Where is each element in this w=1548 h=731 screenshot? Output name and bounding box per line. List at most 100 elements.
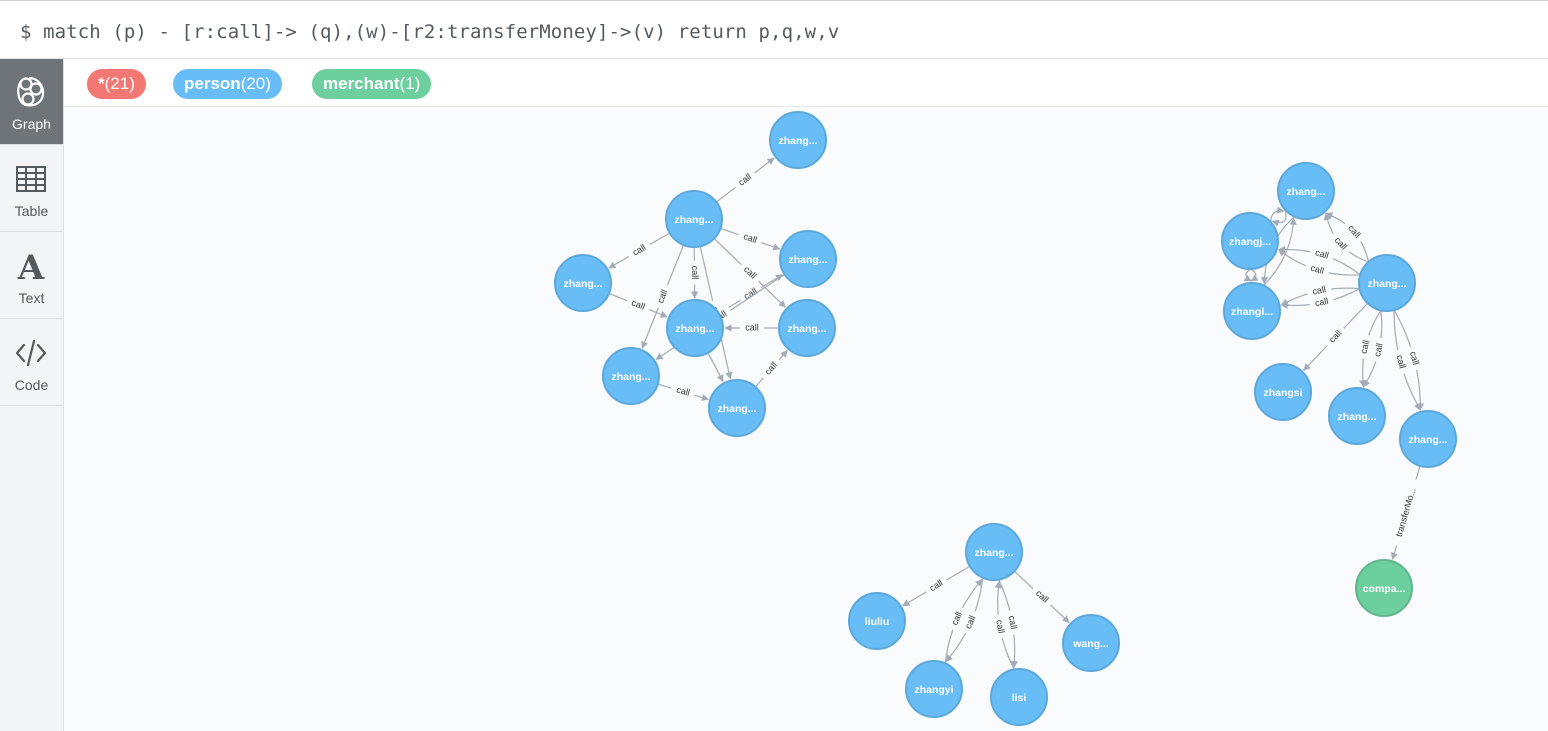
edge-line[interactable]: [707, 352, 724, 383]
relationship-edge[interactable]: call: [1014, 570, 1070, 623]
legend-tag-person[interactable]: person(20): [173, 69, 282, 99]
node-circle[interactable]: [1355, 559, 1413, 617]
person-node[interactable]: zhang...: [1358, 254, 1416, 312]
query-bar[interactable]: $ match (p) - [r:call]-> (q),(w)-[r2:tra…: [0, 0, 1548, 59]
relationship-edge[interactable]: call: [1278, 249, 1361, 280]
node-circle[interactable]: [1223, 282, 1281, 340]
node-circle[interactable]: [990, 668, 1048, 726]
relationship-edge[interactable]: [1263, 217, 1297, 286]
person-node[interactable]: lisi: [990, 668, 1048, 726]
query-input[interactable]: match (p) - [r:call]-> (q),(w)-[r2:trans…: [43, 21, 840, 43]
relationship-edge[interactable]: [707, 352, 724, 383]
person-node[interactable]: zhangl...: [1223, 282, 1281, 340]
graph-view-button[interactable]: Graph: [0, 59, 63, 145]
relationship-edge[interactable]: call: [1356, 309, 1382, 388]
node-circle[interactable]: [665, 190, 723, 248]
relationship-edge[interactable]: transferMo...: [1390, 465, 1422, 560]
graph-canvas[interactable]: callcallcallcallcallcallc...callcallcall…: [64, 107, 1548, 731]
relationship-edge[interactable]: call: [641, 244, 685, 349]
relationship-edge[interactable]: call: [688, 246, 701, 299]
relationship-edge[interactable]: call: [1280, 288, 1360, 311]
relationship-edge[interactable]: call: [991, 580, 1015, 670]
relationship-edge[interactable]: call: [1363, 310, 1388, 388]
edge-label-background: [736, 229, 764, 249]
node-circle[interactable]: [1399, 410, 1457, 468]
relationship-edge[interactable]: call: [1393, 309, 1425, 411]
relationship-edge[interactable]: [1250, 268, 1259, 282]
person-node[interactable]: zhangj...: [1221, 212, 1279, 270]
edge-line[interactable]: [1250, 268, 1259, 282]
legend-tag-all-count: (21): [104, 74, 135, 93]
relationship-edge[interactable]: call: [715, 157, 775, 203]
relationship-edge[interactable]: [1243, 268, 1252, 282]
table-view-button[interactable]: Table: [0, 146, 63, 232]
relationship-edge[interactable]: call: [724, 322, 779, 334]
relationship-edge[interactable]: call: [998, 579, 1021, 669]
person-node[interactable]: zhang...: [1277, 162, 1335, 220]
edge-line[interactable]: [1243, 268, 1252, 282]
node-circle[interactable]: [1062, 614, 1120, 672]
relationship-edge[interactable]: call: [754, 350, 788, 388]
node-circle[interactable]: [1221, 212, 1279, 270]
node-circle[interactable]: [778, 299, 836, 357]
relationship-edge[interactable]: call: [1323, 212, 1369, 263]
node-circle[interactable]: [769, 111, 827, 169]
node-circle[interactable]: [554, 254, 612, 312]
node-circle[interactable]: [1358, 254, 1416, 312]
edge-label-background: [1356, 333, 1374, 361]
person-node[interactable]: zhang...: [554, 254, 612, 312]
node-circle[interactable]: [602, 347, 660, 405]
node-circle[interactable]: [666, 299, 724, 357]
person-node[interactable]: zhang...: [666, 299, 724, 357]
relationship-edge[interactable]: call: [1303, 302, 1369, 371]
relationship-edge[interactable]: call: [608, 292, 668, 318]
edge-line[interactable]: [1270, 206, 1285, 223]
node-circle[interactable]: [1328, 387, 1386, 445]
relationship-edge[interactable]: call: [1280, 282, 1360, 306]
person-node[interactable]: zhang...: [602, 347, 660, 405]
relationship-edge[interactable]: call: [1277, 245, 1361, 276]
edge-label-background: [1341, 218, 1367, 245]
person-node[interactable]: zhangsi: [1254, 363, 1312, 421]
person-node[interactable]: zhang...: [779, 230, 837, 288]
node-circle[interactable]: [905, 660, 963, 718]
node-circle[interactable]: [848, 592, 906, 650]
relationship-edge[interactable]: call: [944, 578, 983, 664]
relationship-edge[interactable]: [1270, 206, 1285, 223]
relationship-edge[interactable]: call: [1325, 212, 1370, 263]
node-circle[interactable]: [1254, 363, 1312, 421]
graph-visualization[interactable]: callcallcallcallcallcallc...callcallcall…: [64, 107, 1548, 731]
relationship-edge[interactable]: call: [713, 238, 786, 308]
person-node[interactable]: zhang...: [708, 379, 766, 437]
node-circle[interactable]: [965, 523, 1023, 581]
person-node[interactable]: zhang...: [665, 190, 723, 248]
edge-label-background: [960, 608, 982, 636]
relationship-edge[interactable]: call: [902, 565, 971, 607]
person-node[interactable]: zhang...: [965, 523, 1023, 581]
node-circle[interactable]: [779, 230, 837, 288]
relationship-edge[interactable]: call: [1391, 310, 1421, 411]
query-text[interactable]: $ match (p) - [r:call]-> (q),(w)-[r2:tra…: [20, 21, 839, 43]
legend-tag-merchant[interactable]: merchant(1): [312, 69, 432, 99]
person-node[interactable]: zhang...: [1399, 410, 1457, 468]
person-node[interactable]: zhang...: [778, 299, 836, 357]
legend-tag-all[interactable]: *(21): [87, 69, 146, 99]
relationship-edge[interactable]: [1271, 209, 1287, 227]
relationship-edge[interactable]: call: [720, 227, 781, 251]
edge-line[interactable]: [1263, 217, 1297, 286]
relationship-edge[interactable]: call: [608, 232, 671, 269]
node-circle[interactable]: [1277, 162, 1335, 220]
person-node[interactable]: liuliu: [848, 592, 906, 650]
person-node[interactable]: wang...: [1062, 614, 1120, 672]
text-view-button[interactable]: A Text: [0, 233, 63, 319]
code-view-label: Code: [14, 377, 49, 393]
person-node[interactable]: zhangyi: [905, 660, 963, 718]
node-circle[interactable]: [708, 379, 766, 437]
edge-line[interactable]: [1271, 209, 1287, 227]
merchant-node[interactable]: compa...: [1355, 559, 1413, 617]
person-node[interactable]: zhang...: [1328, 387, 1386, 445]
person-node[interactable]: zhang...: [769, 111, 827, 169]
code-view-button[interactable]: Code: [0, 320, 63, 406]
relationship-edge[interactable]: call: [945, 577, 984, 663]
relationship-edge[interactable]: call: [657, 382, 709, 401]
